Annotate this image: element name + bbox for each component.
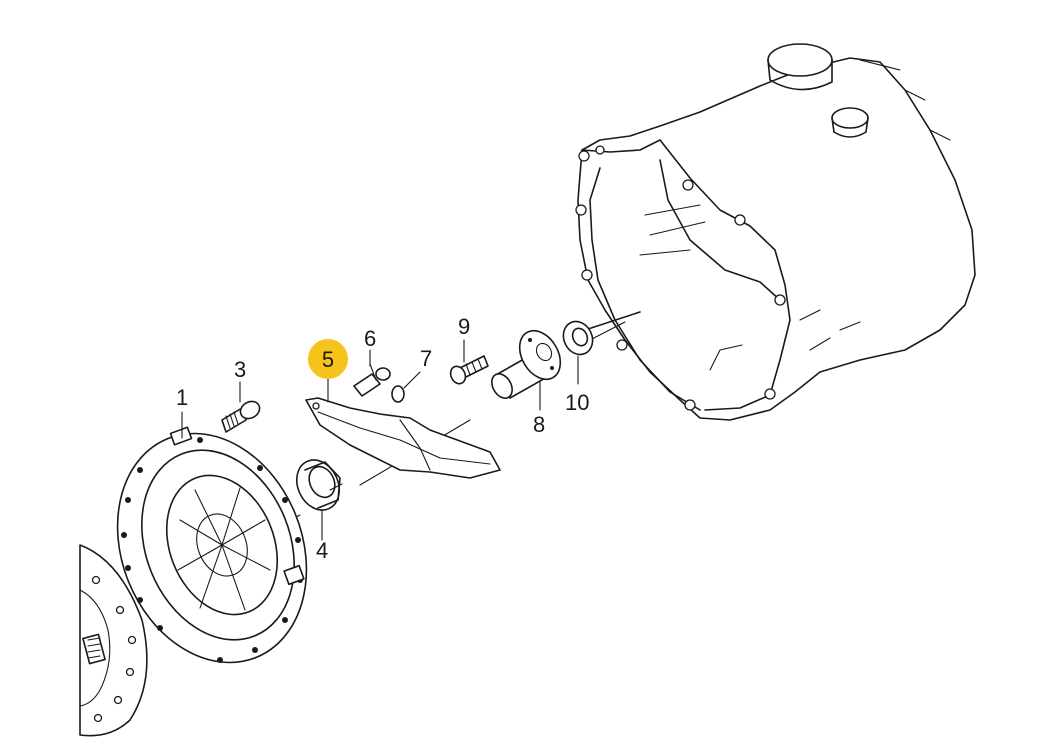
callout-4: 4	[316, 538, 328, 563]
callout-7: 7	[420, 346, 432, 371]
callout-labels: 1 3 4 5 6 7 8 9 10	[176, 314, 589, 563]
bolt-part-3	[221, 400, 261, 433]
guide-sleeve	[491, 329, 562, 399]
clutch-disc	[79, 544, 148, 737]
clutch-pressure-plate	[116, 426, 308, 664]
callout-8: 8	[533, 412, 545, 437]
callout-5[interactable]: 5	[322, 347, 334, 372]
clip-part-7	[391, 385, 405, 403]
callout-1: 1	[176, 385, 188, 410]
leader-lines	[181, 339, 579, 541]
callout-3: 3	[234, 357, 246, 382]
transmission-housing	[575, 43, 976, 421]
callout-10: 10	[565, 390, 589, 415]
seal-ring	[562, 320, 594, 356]
callout-9: 9	[458, 314, 470, 339]
bolt-part-9	[449, 355, 489, 385]
release-lever	[305, 397, 501, 479]
highlight-badge[interactable]	[308, 339, 348, 379]
release-bearing	[296, 459, 343, 511]
callout-6: 6	[364, 326, 376, 351]
pivot-pin	[353, 363, 391, 397]
